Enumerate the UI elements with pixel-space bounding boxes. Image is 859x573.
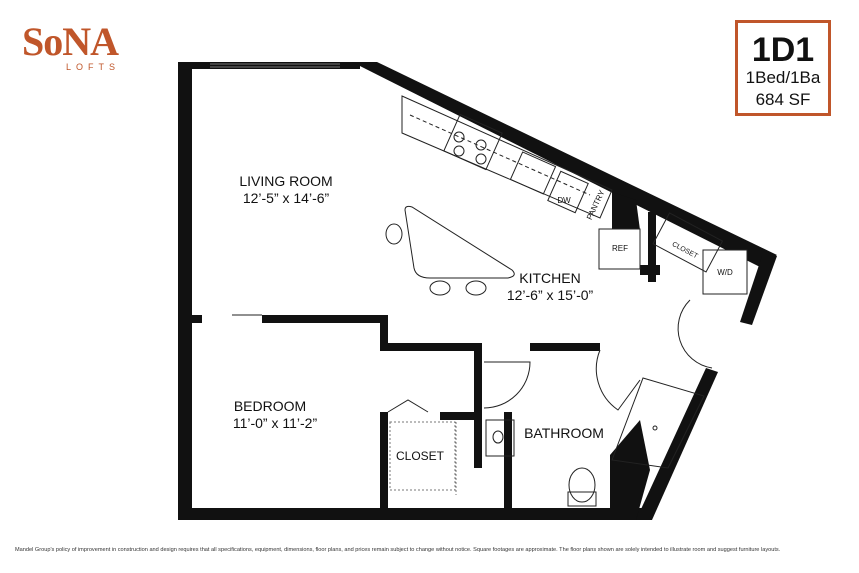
kitchen-island xyxy=(385,205,515,296)
interior-walls xyxy=(190,192,660,508)
closet-label: CLOSET xyxy=(396,449,445,463)
unit-type: 1Bed/1Ba xyxy=(745,68,821,87)
bathroom-label: BATHROOM xyxy=(524,425,604,441)
disclaimer-text: Mandel Group's policy of improvement in … xyxy=(15,547,781,553)
logo-subtitle: LOFTS xyxy=(66,62,121,72)
windows xyxy=(210,63,340,68)
logo-wordmark: SoNA xyxy=(22,19,119,64)
living-room-label: LIVING ROOM xyxy=(239,173,332,189)
unit-area: 684 SF xyxy=(755,90,811,109)
kitchen-counter xyxy=(401,95,613,219)
living-room-size: 12’-5” x 14’-6” xyxy=(243,190,330,206)
bedroom-label: BEDROOM xyxy=(234,398,306,414)
refrigerator-label: REF xyxy=(612,244,628,253)
appliances xyxy=(598,212,748,295)
exterior-walls xyxy=(178,62,777,520)
unit-info-box: 1D1 1Bed/1Ba 684 SF xyxy=(735,20,831,116)
kitchen-label: KITCHEN xyxy=(519,270,580,286)
small-closet-label: CLOSET xyxy=(671,241,700,261)
bathroom-fixtures xyxy=(485,377,705,507)
closet-shelves xyxy=(389,421,457,495)
sona-lofts-logo: SoNA LOFTS xyxy=(22,22,172,78)
bedroom-size: 11’-0” x 11’-2” xyxy=(233,415,318,431)
door-swings xyxy=(232,299,713,413)
unit-name: 1D1 xyxy=(751,31,815,69)
kitchen-size: 12’-6” x 15’-0” xyxy=(507,287,594,303)
dishwasher-label: DW xyxy=(557,196,571,205)
washer-dryer-label: W/D xyxy=(717,268,733,277)
